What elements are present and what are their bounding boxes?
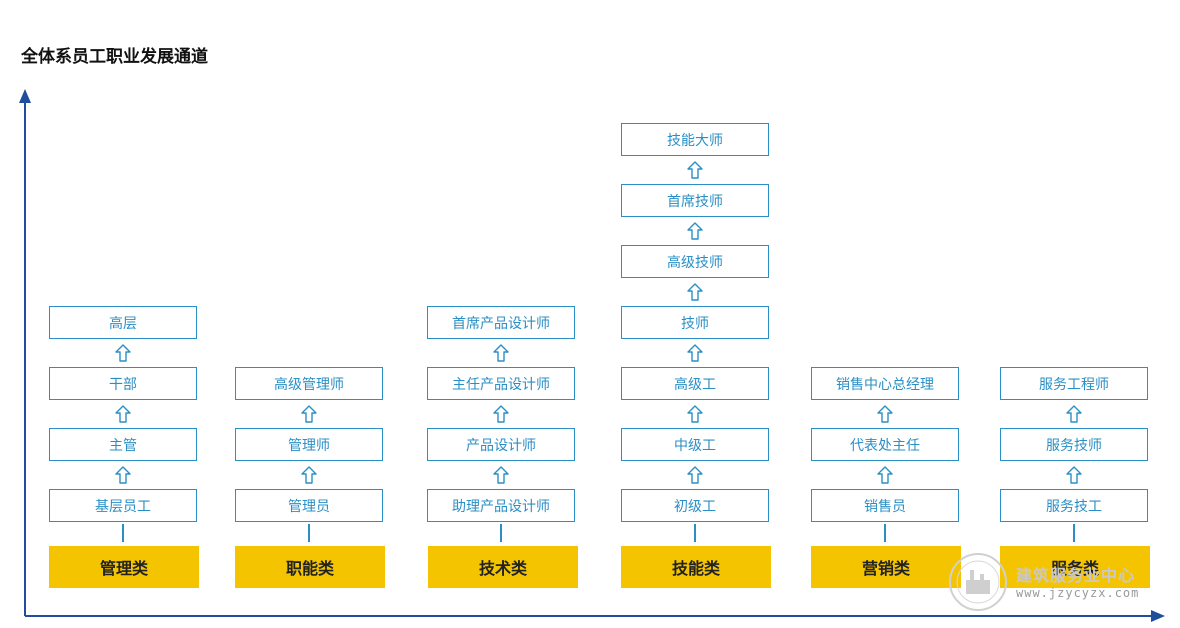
category-5: 营销类: [811, 546, 961, 588]
up-arrow-icon: [115, 466, 131, 484]
level-box: 主管: [49, 428, 197, 461]
page-title: 全体系员工职业发展通道: [21, 47, 208, 67]
up-arrow-icon: [687, 283, 703, 301]
level-box: 服务技工: [1000, 489, 1148, 522]
level-box: 高级工: [621, 367, 769, 400]
up-arrow-icon: [877, 405, 893, 423]
watermark-seal-icon: [949, 553, 1007, 611]
category-4: 技能类: [621, 546, 771, 588]
level-box: 销售中心总经理: [811, 367, 959, 400]
connector-line: [308, 524, 310, 542]
up-arrow-icon: [115, 344, 131, 362]
category-2: 职能类: [235, 546, 385, 588]
up-arrow-icon: [687, 466, 703, 484]
connector-line: [694, 524, 696, 542]
level-box: 产品设计师: [427, 428, 575, 461]
category-1: 管理类: [49, 546, 199, 588]
up-arrow-icon: [493, 405, 509, 423]
level-box: 初级工: [621, 489, 769, 522]
up-arrow-icon: [1066, 466, 1082, 484]
x-axis-arrow-icon: [1151, 610, 1165, 622]
up-arrow-icon: [301, 466, 317, 484]
level-box: 首席产品设计师: [427, 306, 575, 339]
connector-line: [1073, 524, 1075, 542]
level-box: 基层员工: [49, 489, 197, 522]
level-box: 管理师: [235, 428, 383, 461]
up-arrow-icon: [877, 466, 893, 484]
category-6: 服务类: [1000, 546, 1150, 588]
up-arrow-icon: [687, 161, 703, 179]
up-arrow-icon: [687, 344, 703, 362]
up-arrow-icon: [301, 405, 317, 423]
level-box: 高级技师: [621, 245, 769, 278]
level-box: 销售员: [811, 489, 959, 522]
level-box: 主任产品设计师: [427, 367, 575, 400]
up-arrow-icon: [493, 344, 509, 362]
level-box: 助理产品设计师: [427, 489, 575, 522]
level-box: 代表处主任: [811, 428, 959, 461]
up-arrow-icon: [687, 405, 703, 423]
level-box: 管理员: [235, 489, 383, 522]
connector-line: [122, 524, 124, 542]
level-box: 技能大师: [621, 123, 769, 156]
level-box: 服务技师: [1000, 428, 1148, 461]
connector-line: [500, 524, 502, 542]
watermark-name: 建筑服务业中心: [1016, 566, 1136, 585]
watermark-url: www.jzycyzx.com: [1016, 586, 1140, 600]
category-3: 技术类: [428, 546, 578, 588]
up-arrow-icon: [1066, 405, 1082, 423]
connector-line: [884, 524, 886, 542]
up-arrow-icon: [115, 405, 131, 423]
y-axis-arrow-icon: [19, 89, 31, 103]
level-box: 技师: [621, 306, 769, 339]
up-arrow-icon: [493, 466, 509, 484]
level-box: 干部: [49, 367, 197, 400]
level-box: 中级工: [621, 428, 769, 461]
level-box: 高层: [49, 306, 197, 339]
level-box: 高级管理师: [235, 367, 383, 400]
level-box: 服务工程师: [1000, 367, 1148, 400]
up-arrow-icon: [687, 222, 703, 240]
level-box: 首席技师: [621, 184, 769, 217]
